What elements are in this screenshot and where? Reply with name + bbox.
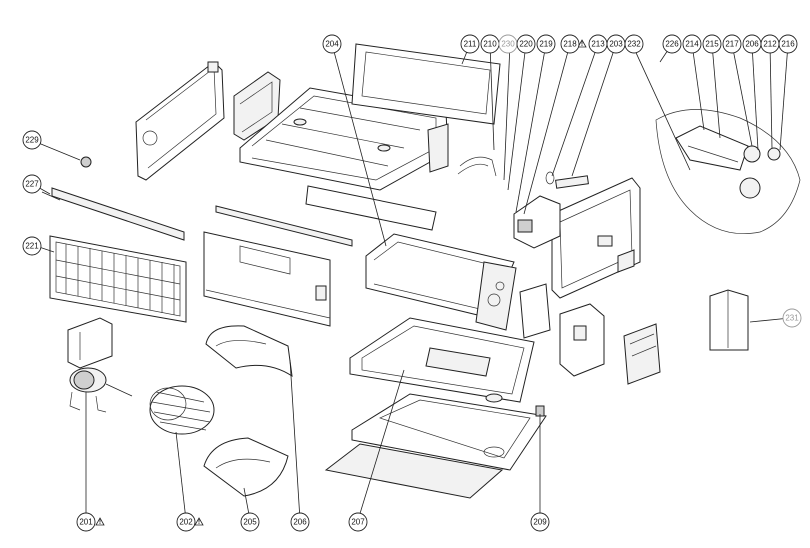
evaporator-coil — [365, 233, 517, 331]
svg-text:207: 207 — [351, 518, 365, 527]
svg-text:230: 230 — [501, 40, 515, 49]
callout-229: 229 — [22, 130, 42, 150]
svg-text:204: 204 — [325, 40, 339, 49]
top-casing — [239, 87, 449, 191]
control-box — [559, 303, 605, 377]
side-panel-left — [135, 61, 225, 181]
svg-text:227: 227 — [25, 180, 39, 189]
motor-bracket — [67, 317, 113, 369]
rail-middle — [215, 205, 353, 247]
callout-232: 232 — [624, 34, 644, 54]
callout-204: 204 — [322, 34, 342, 54]
manual-booklet — [709, 289, 749, 351]
filter-frame-top — [351, 43, 501, 125]
small-plate — [617, 249, 635, 273]
callout-217: 217 — [722, 34, 742, 54]
svg-text:226: 226 — [665, 40, 679, 49]
tube-pipe — [555, 175, 589, 189]
callout-214: 214 — [682, 34, 702, 54]
callout-201: 201 — [76, 512, 96, 532]
callout-218: 218 — [560, 34, 580, 54]
warning-icon: ! — [95, 517, 105, 526]
svg-text:232: 232 — [627, 40, 641, 49]
svg-text:213: 213 — [591, 40, 605, 49]
callout-211: 211 — [460, 34, 480, 54]
control-board — [623, 323, 661, 385]
callout-215: 215 — [702, 34, 722, 54]
fan-motor — [69, 367, 133, 413]
detail-view — [655, 109, 801, 235]
svg-text:219: 219 — [539, 40, 553, 49]
callout-216: 216 — [778, 34, 798, 54]
svg-text:203: 203 — [609, 40, 623, 49]
callout-230: 230 — [498, 34, 518, 54]
svg-text:210: 210 — [483, 40, 497, 49]
drain-hose — [457, 156, 497, 177]
scroll-housing-upper — [205, 325, 293, 378]
callout-205: 205 — [240, 512, 260, 532]
svg-text:215: 215 — [705, 40, 719, 49]
bottom-panel — [351, 393, 547, 471]
callout-221: 221 — [22, 236, 42, 256]
callout-202: 202 — [176, 512, 196, 532]
svg-text:231: 231 — [785, 314, 799, 323]
svg-text:!: ! — [198, 520, 200, 526]
callout-226: 226 — [662, 34, 682, 54]
blower-wheel — [149, 385, 215, 435]
coil-bracket-plate — [519, 283, 551, 339]
callout-213: 213 — [588, 34, 608, 54]
callout-220: 220 — [516, 34, 536, 54]
callout-203: 203 — [606, 34, 626, 54]
drain-pan — [349, 317, 535, 403]
callout-209: 209 — [530, 512, 550, 532]
svg-text:209: 209 — [533, 518, 547, 527]
svg-text:220: 220 — [519, 40, 533, 49]
svg-text:202: 202 — [179, 518, 193, 527]
air-filter — [49, 235, 187, 323]
lower-plate — [324, 443, 504, 499]
svg-text:214: 214 — [685, 40, 699, 49]
callout-206-bottom: 206 — [290, 512, 310, 532]
callout-212: 212 — [760, 34, 780, 54]
svg-text:!: ! — [99, 520, 101, 526]
warning-icon: ! — [194, 517, 204, 526]
partition-panel — [203, 231, 331, 327]
svg-text:206: 206 — [745, 40, 759, 49]
callout-206-top: 206 — [742, 34, 762, 54]
drain-bracket — [305, 185, 437, 231]
rail-upper — [41, 187, 185, 241]
svg-text:211: 211 — [464, 40, 477, 49]
svg-text:216: 216 — [781, 40, 795, 49]
svg-text:206: 206 — [293, 518, 307, 527]
callout-210: 210 — [480, 34, 500, 54]
knob — [80, 156, 92, 168]
callout-231: 231 — [782, 308, 802, 328]
scroll-housing-lower — [203, 437, 289, 497]
callout-227: 227 — [22, 174, 42, 194]
callout-219: 219 — [536, 34, 556, 54]
svg-text:212: 212 — [763, 40, 777, 49]
svg-text:217: 217 — [725, 40, 739, 49]
svg-text:205: 205 — [243, 518, 257, 527]
warning-icon: ! — [577, 39, 587, 48]
svg-text:221: 221 — [25, 242, 39, 251]
electrical-cover — [551, 177, 641, 299]
svg-text:229: 229 — [25, 136, 39, 145]
svg-text:!: ! — [581, 42, 583, 48]
svg-text:218: 218 — [563, 40, 577, 49]
o-ring — [545, 171, 555, 185]
svg-text:201: 201 — [79, 518, 93, 527]
callout-207: 207 — [348, 512, 368, 532]
